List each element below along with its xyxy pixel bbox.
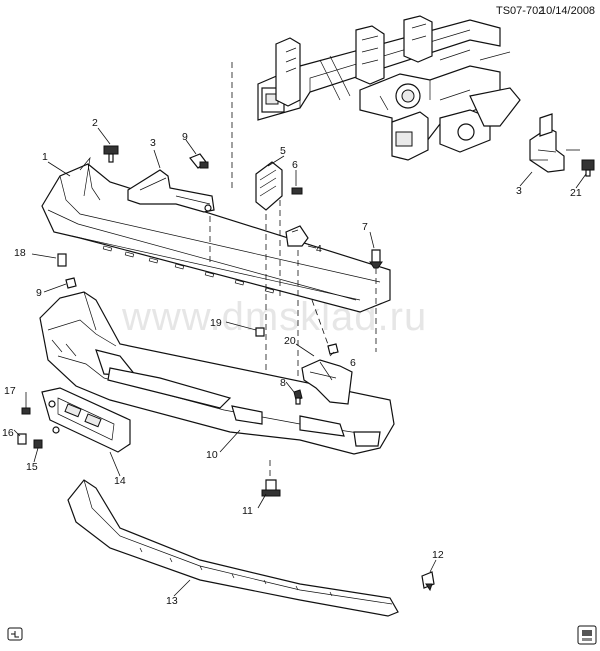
frame-rail-assembly	[257, 15, 521, 161]
diagram-badge-icon	[7, 627, 23, 641]
leader-lines	[13, 127, 587, 597]
nut-18	[57, 253, 67, 267]
callout-6-top: 6	[292, 159, 298, 171]
nut-6-mid	[327, 343, 339, 355]
callout-17: 17	[4, 385, 16, 397]
callout-3-left: 3	[150, 137, 156, 149]
nut-16	[17, 433, 27, 445]
callout-9-top: 9	[182, 131, 188, 143]
bolt-19	[255, 327, 265, 337]
callout-18: 18	[14, 247, 26, 259]
callout-16: 16	[2, 427, 14, 439]
bolt-8	[293, 389, 303, 405]
vehicle-thumbnail-icon	[577, 625, 597, 645]
callout-8: 8	[280, 377, 286, 389]
bolt-17	[21, 407, 31, 415]
callout-3-right: 3	[516, 185, 522, 197]
bolt-9-top	[189, 153, 209, 169]
callout-labels: 1 2 3 3 4 5 6 6 7 8 9 9 10 11 12 13 14 1…	[2, 117, 582, 607]
callout-11: 11	[242, 505, 253, 517]
bracket-right-3	[529, 113, 580, 173]
callout-21: 21	[570, 187, 582, 199]
bolt-9-left	[65, 277, 77, 289]
bracket-5	[255, 161, 283, 211]
diagram-id: TS07-702	[496, 5, 544, 17]
callout-7: 7	[362, 221, 368, 233]
callout-4: 4	[316, 243, 322, 255]
callout-2: 2	[92, 117, 98, 129]
callout-10: 10	[206, 449, 218, 461]
callout-19: 19	[210, 317, 222, 329]
callout-9-left: 9	[36, 287, 42, 299]
retainer-12	[421, 571, 435, 592]
callout-1: 1	[42, 151, 48, 163]
face-bar-10	[39, 291, 395, 455]
bracket-4	[285, 225, 309, 247]
bolt-11	[261, 479, 281, 497]
bolt-2	[103, 145, 119, 163]
callout-20: 20	[284, 335, 296, 347]
bolt-21	[581, 159, 595, 177]
diagram-date: 10/14/2008	[540, 5, 595, 17]
callout-5: 5	[280, 145, 286, 157]
bracket-left-3	[127, 169, 215, 213]
callout-13: 13	[166, 595, 178, 607]
nut-15	[33, 439, 43, 449]
bolt-7	[369, 249, 383, 269]
callout-15: 15	[26, 461, 38, 473]
callout-14: 14	[114, 475, 126, 487]
callout-12: 12	[432, 549, 444, 561]
air-deflector-13	[67, 479, 399, 617]
license-bracket-14	[41, 387, 131, 453]
callout-6-mid: 6	[350, 357, 356, 369]
impact-bar-1	[41, 156, 391, 313]
nut-6-top	[291, 187, 303, 195]
bracket-20	[301, 359, 353, 405]
